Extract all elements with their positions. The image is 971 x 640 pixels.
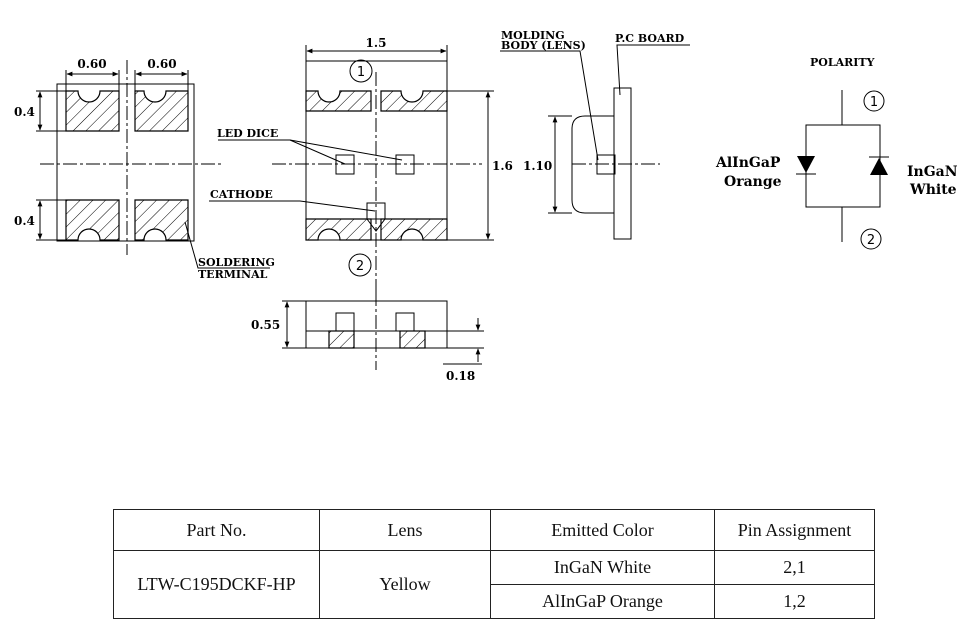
dim-lens-height: 1.10	[523, 159, 552, 173]
front-terminal-bottom-right	[380, 218, 448, 241]
side-view: 1.10 MOLDING BODY (LENS) P.C BOARD	[500, 29, 690, 240]
cell-pins-2: 1,2	[714, 584, 875, 619]
front-terminal-top-left	[305, 90, 372, 112]
cell-pins-1: 2,1	[714, 550, 875, 585]
dim-pad-width-left: 0.60	[77, 57, 106, 71]
top-view: 0.60 0.60 0.4 0.4 SOLDERING TERMINAL	[14, 57, 275, 281]
left-led-label-line2: Orange	[724, 174, 782, 190]
dim-height: 1.6	[492, 159, 513, 173]
dim-pad-height-bottom: 0.4	[14, 214, 35, 228]
header-part-no: Part No.	[113, 509, 320, 551]
soldering-terminal-label-line2: TERMINAL	[198, 268, 268, 281]
led-dice-label: LED DICE	[217, 127, 278, 140]
pcb-label: P.C BOARD	[615, 32, 685, 45]
bottom-die-left	[335, 312, 355, 332]
left-led-label-line1: AlInGaP	[715, 155, 781, 171]
polarity-pin2-number: 2	[867, 233, 875, 248]
cathode-label: CATHODE	[210, 188, 273, 201]
bottom-view: 0.55 0.18	[251, 292, 484, 383]
dim-bottom-height: 0.55	[251, 318, 280, 332]
polarity-pin1-circle	[863, 90, 885, 112]
pin1-number: 1	[357, 65, 365, 80]
cell-color-1: InGaN White	[490, 550, 715, 585]
polarity-pin2-circle	[860, 228, 882, 250]
table-row: LTW-C195DCKF-HP Yellow InGaN White 2,1	[113, 550, 875, 619]
bottom-die-right	[395, 312, 415, 332]
front-view: 1.5 1.6 1 2 LED DICE CATHODE	[209, 36, 513, 292]
top-view-outline	[56, 83, 195, 242]
molding-label-line2: BODY (LENS)	[501, 39, 586, 52]
cell-color-2: AlInGaP Orange	[490, 584, 715, 619]
pad-top-left	[65, 90, 120, 132]
spec-table: Part No. Lens Emitted Color Pin Assignme…	[113, 509, 875, 619]
bottom-terminal-right	[399, 330, 426, 349]
pad-bottom-left	[65, 199, 120, 241]
dim-pad-width-right: 0.60	[147, 57, 176, 71]
pin1-circle	[349, 59, 373, 83]
bottom-terminal-left	[328, 330, 355, 349]
header-emitted-color: Emitted Color	[490, 509, 715, 551]
dim-width: 1.5	[366, 36, 387, 50]
pin2-circle	[348, 253, 372, 277]
polarity-pin1-number: 1	[870, 95, 878, 110]
front-terminal-bottom-left	[305, 218, 372, 241]
right-led-label-line2: White	[909, 182, 957, 198]
diode-left-icon	[797, 156, 815, 173]
cell-lens: Yellow	[319, 550, 491, 619]
spec-table-header-row: Part No. Lens Emitted Color Pin Assignme…	[113, 509, 875, 551]
soldering-terminal-label-line1: SOLDERING	[198, 256, 275, 269]
polarity-title: POLARITY	[810, 56, 875, 69]
pad-top-right	[134, 90, 189, 132]
header-pin-assignment: Pin Assignment	[714, 509, 875, 551]
pad-bottom-right	[134, 199, 189, 241]
diode-right-icon	[870, 158, 888, 175]
dim-pad-height-top: 0.4	[14, 105, 35, 119]
polarity-loop	[805, 124, 881, 208]
front-terminal-top-right	[380, 90, 448, 112]
header-lens: Lens	[319, 509, 491, 551]
pin2-number: 2	[356, 259, 364, 274]
table-row: AlInGaP Orange 1,2	[114, 584, 875, 619]
polarity-schematic: POLARITY 1 2 AlInGaP Orange InGaN White	[715, 56, 958, 250]
right-led-label-line1: InGaN	[907, 164, 958, 180]
molding-label-line1: MOLDING	[501, 29, 565, 42]
dim-board: 0.18	[446, 369, 475, 383]
cell-part-no: LTW-C195DCKF-HP	[113, 550, 320, 619]
